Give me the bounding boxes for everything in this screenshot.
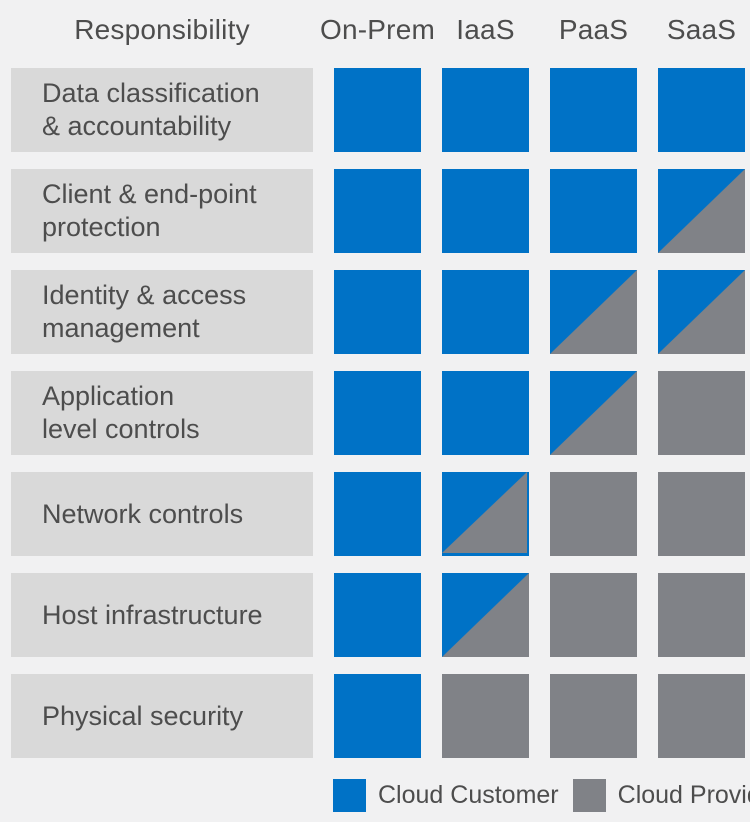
row-label-client-endpoint-protection: Client & end-point protection [11, 169, 313, 253]
legend: Cloud Customer Cloud Provider [333, 779, 750, 812]
row-label-host-infrastructure: Host infrastructure [11, 573, 313, 657]
row-label-application-level-controls: Application level controls [11, 371, 313, 455]
matrix-cell-data-classification-paas [550, 68, 637, 152]
legend-swatch-cloud-provider [572, 779, 606, 812]
matrix-cell-application-controls-paas [550, 371, 637, 455]
matrix-cell-data-classification-saas [658, 68, 745, 152]
matrix-cell-client-endpoint-iaas [442, 169, 529, 253]
responsibility-matrix: Responsibility On-Prem IaaS PaaS SaaS Da… [11, 8, 745, 758]
column-header-saas: SaaS [666, 13, 737, 45]
matrix-cell-data-classification-on-prem [334, 68, 421, 152]
matrix-cell-physical-security-on-prem [334, 674, 421, 758]
matrix-cell-network-controls-iaas [442, 472, 529, 556]
legend-label-cloud-provider: Cloud Provider [617, 781, 750, 809]
matrix-cell-application-controls-on-prem [334, 371, 421, 455]
matrix-cell-client-endpoint-paas [550, 169, 637, 253]
matrix-cell-network-controls-on-prem [334, 472, 421, 556]
matrix-cell-client-endpoint-saas [658, 169, 745, 253]
column-header-on-prem: On-Prem [320, 13, 435, 45]
matrix-cell-physical-security-paas [550, 674, 637, 758]
matrix-cell-network-controls-saas [658, 472, 745, 556]
column-header-paas: PaaS [558, 13, 629, 45]
matrix-cell-identity-access-paas [550, 270, 637, 354]
matrix-cell-identity-access-iaas [442, 270, 529, 354]
matrix-cell-application-controls-saas [658, 371, 745, 455]
column-header-iaas: IaaS [456, 13, 515, 45]
matrix-cell-identity-access-on-prem [334, 270, 421, 354]
row-label-identity-access-management: Identity & access management [11, 270, 313, 354]
matrix-cell-data-classification-iaas [442, 68, 529, 152]
matrix-cell-identity-access-saas [658, 270, 745, 354]
matrix-cell-network-controls-paas [550, 472, 637, 556]
matrix-cell-host-infrastructure-saas [658, 573, 745, 657]
matrix-cell-host-infrastructure-iaas [442, 573, 529, 657]
matrix-cell-host-infrastructure-on-prem [334, 573, 421, 657]
row-label-physical-security: Physical security [11, 674, 313, 758]
row-label-network-controls: Network controls [11, 472, 313, 556]
row-label-data-classification: Data classification & accountability [11, 68, 313, 152]
column-header-responsibility: Responsibility [74, 13, 250, 45]
matrix-cell-client-endpoint-on-prem [334, 169, 421, 253]
matrix-cell-physical-security-iaas [442, 674, 529, 758]
matrix-cell-application-controls-iaas [442, 371, 529, 455]
legend-swatch-cloud-customer [333, 779, 366, 812]
legend-label-cloud-customer: Cloud Customer [378, 781, 559, 809]
matrix-cell-host-infrastructure-paas [550, 573, 637, 657]
matrix-cell-physical-security-saas [658, 674, 745, 758]
